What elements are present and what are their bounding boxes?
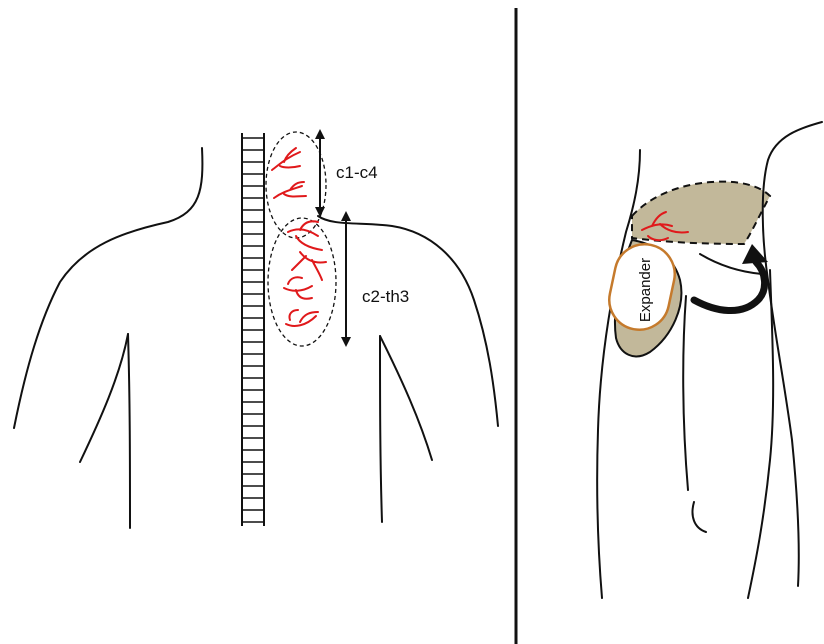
left-torso-line: [128, 334, 130, 528]
lower-flap-zone: [268, 218, 336, 346]
neck-outline: [763, 122, 822, 586]
right-panel-side-view: Expander: [597, 122, 822, 598]
right-underarm-line: [380, 336, 432, 460]
transposed-flap: [632, 182, 770, 244]
right-torso-line: [380, 336, 382, 522]
perforator-vessels-left: [272, 148, 326, 326]
upper-range-label: c1-c4: [336, 163, 378, 182]
lower-range-label: c2-th3: [362, 287, 409, 306]
left-shoulder-outline: [14, 148, 202, 428]
left-underarm-line: [80, 334, 128, 462]
expander-label: Expander: [637, 258, 654, 322]
spine-column: [242, 133, 264, 526]
rotation-arrow-icon: [694, 262, 765, 311]
torso-front-line: [748, 270, 773, 598]
left-panel-back-view: c1-c4 c2-th3: [14, 132, 498, 528]
arm-back-line: [683, 296, 688, 490]
navel-mark: [693, 502, 707, 532]
